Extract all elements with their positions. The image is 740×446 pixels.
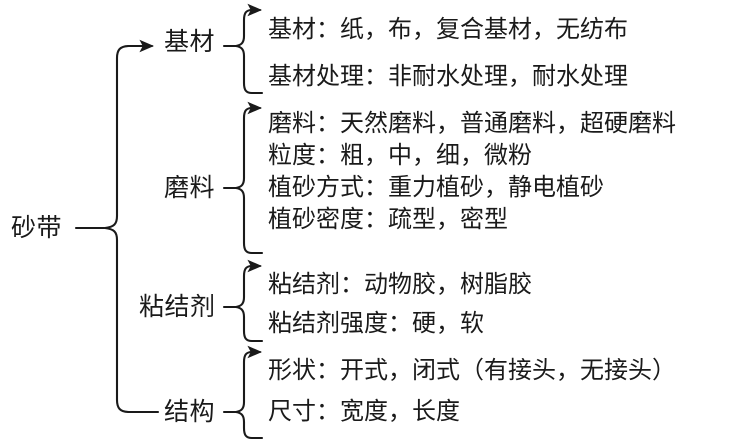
root-node-label: 砂带: [11, 213, 63, 242]
leaf-node-grit-size: 粒度：粗，中，细，微粉: [268, 141, 532, 169]
branch-jicai-upper: [234, 3, 263, 48]
leaf-node-substrate-treatment: 基材处理：非耐水处理，耐水处理: [268, 62, 628, 90]
branch-moliao-lower: [234, 186, 264, 255]
leaf-node-substrate-material: 基材：纸，布，复合基材，无纺布: [268, 15, 628, 43]
category-node-abrasive: 磨料: [164, 173, 216, 202]
branch-jiegou-upper: [234, 345, 263, 414]
leaf-node-dimensions: 尺寸：宽度，长度: [268, 397, 460, 425]
leaf-node-sand-coating-method: 植砂方式：重力植砂，静电植砂: [268, 173, 604, 201]
branch-jicai-lower: [234, 44, 264, 95]
leaf-node-binder-type: 粘结剂：动物胶，树脂胶: [268, 270, 532, 298]
leaf-node-binder-strength: 粘结剂强度：硬，软: [268, 309, 484, 337]
branch-moliao-upper: [234, 101, 263, 190]
category-node-binder: 粘结剂: [139, 292, 216, 321]
leaf-node-sand-coating-density: 植砂密度：疏型，密型: [268, 205, 508, 233]
leaf-node-shape: 形状：开式，闭式（有接头，无接头）: [268, 356, 676, 384]
branch-jiegou-lower: [234, 410, 264, 440]
leaf-node-abrasive-type: 磨料：天然磨料，普通磨料，超硬磨料: [268, 109, 676, 137]
root-brace: [103, 39, 155, 230]
category-node-substrate: 基材: [164, 27, 216, 56]
branch-zhanjie-upper: [234, 259, 263, 309]
category-node-structure: 结构: [164, 397, 216, 426]
root-brace-lower: [103, 226, 160, 414]
branch-zhanjie-lower: [234, 305, 264, 343]
